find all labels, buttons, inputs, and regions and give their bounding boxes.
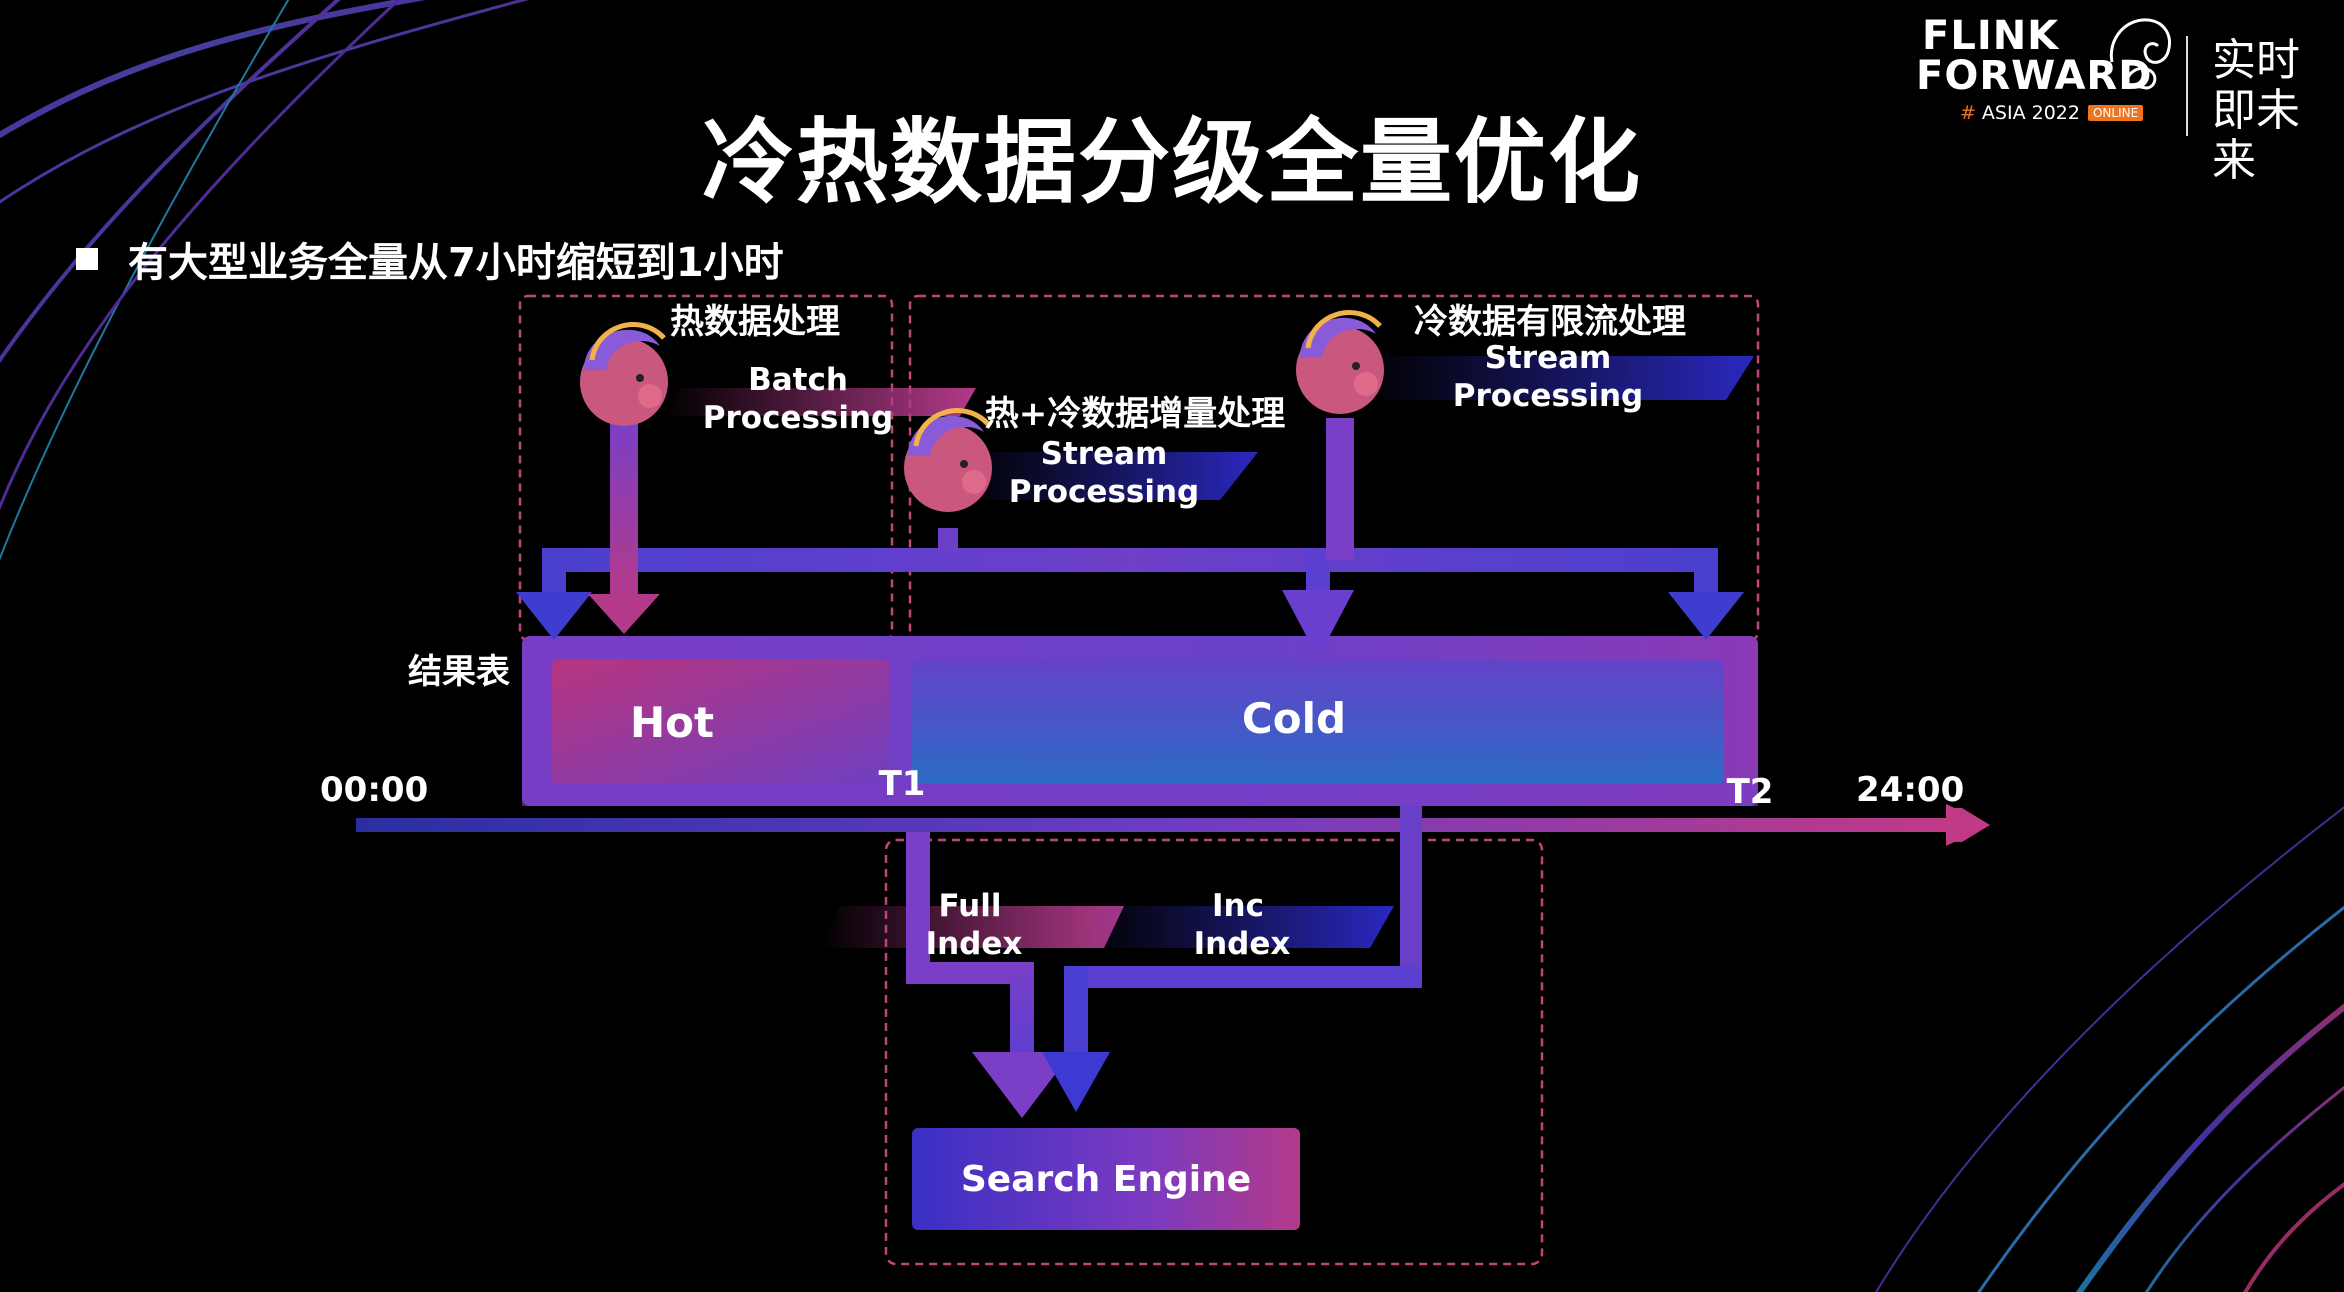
cold-processing-arrow-shaft [1326, 418, 1354, 560]
cold-block-label: Cold [1241, 694, 1347, 743]
squirrel-logo-icon [2109, 18, 2171, 90]
center-down-arrow [1282, 590, 1354, 658]
logo-slogan: 实时即未来 [2212, 35, 2300, 186]
distribution-bar [542, 548, 1718, 572]
timeline-line [356, 818, 1952, 832]
cold-processing-sub2: Processing [1452, 378, 1644, 414]
incremental-stream-ribbon [960, 452, 1258, 500]
logo-hash: # [1960, 102, 1976, 124]
cold-stream-ribbon [1360, 356, 1754, 400]
time-end-label: 24:00 [1856, 770, 1965, 810]
incremental-processing-sub2: Processing [1008, 474, 1200, 510]
flink-forward-logo: FLINK FORWARD # ASIA 2022 ONLINE 实时即未来 [1916, 13, 2336, 186]
logo-line1: FLINK [1922, 13, 2060, 59]
logo-sub: # ASIA 2022 ONLINE [1916, 102, 2336, 124]
hot-processing-sub1: Batch [748, 362, 848, 398]
incremental-processing-title: 热+冷数据增量处理 [984, 394, 1286, 434]
time-start-label: 00:00 [320, 770, 429, 810]
left-down-arrow [516, 592, 592, 640]
hot-block-label: Hot [629, 698, 715, 747]
inc-index-ribbon [1080, 906, 1394, 948]
result-table-bottom-band [522, 780, 1758, 806]
hot-processing-title: 热数据处理 [670, 302, 840, 342]
hot-processing-arrow-head [588, 594, 660, 634]
full-index-arrow-head [972, 1052, 1072, 1118]
bullet-point: 有大型业务全量从7小时缩短到1小时 [76, 230, 784, 288]
logo-line2: FORWARD [1916, 53, 2153, 99]
full-index-line1: Full [938, 888, 1002, 924]
logo-divider [2186, 36, 2188, 136]
bullet-text: 有大型业务全量从7小时缩短到1小时 [128, 240, 784, 286]
incremental-connector [938, 528, 958, 552]
search-engine-label: Search Engine [960, 1159, 1252, 1200]
result-table-label: 结果表 [408, 652, 510, 692]
t2-label: T2 [1726, 772, 1774, 812]
logo-badge: ONLINE [2087, 105, 2144, 121]
flink-squirrel-icon-hot [580, 322, 668, 426]
cold-processing-title: 冷数据有限流处理 [1414, 302, 1686, 342]
t1-label: T1 [878, 764, 926, 804]
search-engine-shape [912, 1128, 1300, 1230]
inc-index-line1: Inc [1212, 888, 1264, 924]
page-title: 冷热数据分级全量优化 [701, 109, 1642, 216]
inc-index-line2: Index [1193, 926, 1291, 962]
index-dashed-box [884, 838, 1544, 1266]
hot-processing-sub2: Processing [702, 400, 894, 436]
cold-block-shape [912, 660, 1724, 784]
cold-processing-sub1: Stream [1484, 340, 1612, 376]
full-index-line2: Index [925, 926, 1023, 962]
full-index-ribbon [820, 906, 1124, 948]
incremental-processing-sub1: Stream [1040, 436, 1168, 472]
hot-processing-arrow-shaft [610, 420, 638, 596]
hot-block-shape [552, 660, 890, 784]
inc-index-arrow-head [1042, 1052, 1110, 1112]
right-down-arrow [1668, 592, 1744, 640]
batch-ribbon [664, 388, 976, 416]
logo-year: ASIA 2022 [1981, 102, 2080, 124]
hot-processing-dashed-box [518, 294, 894, 642]
flink-squirrel-icon-cold [1296, 310, 1384, 414]
bullet-square-icon [76, 248, 98, 270]
flink-squirrel-icon-incremental [904, 408, 992, 512]
